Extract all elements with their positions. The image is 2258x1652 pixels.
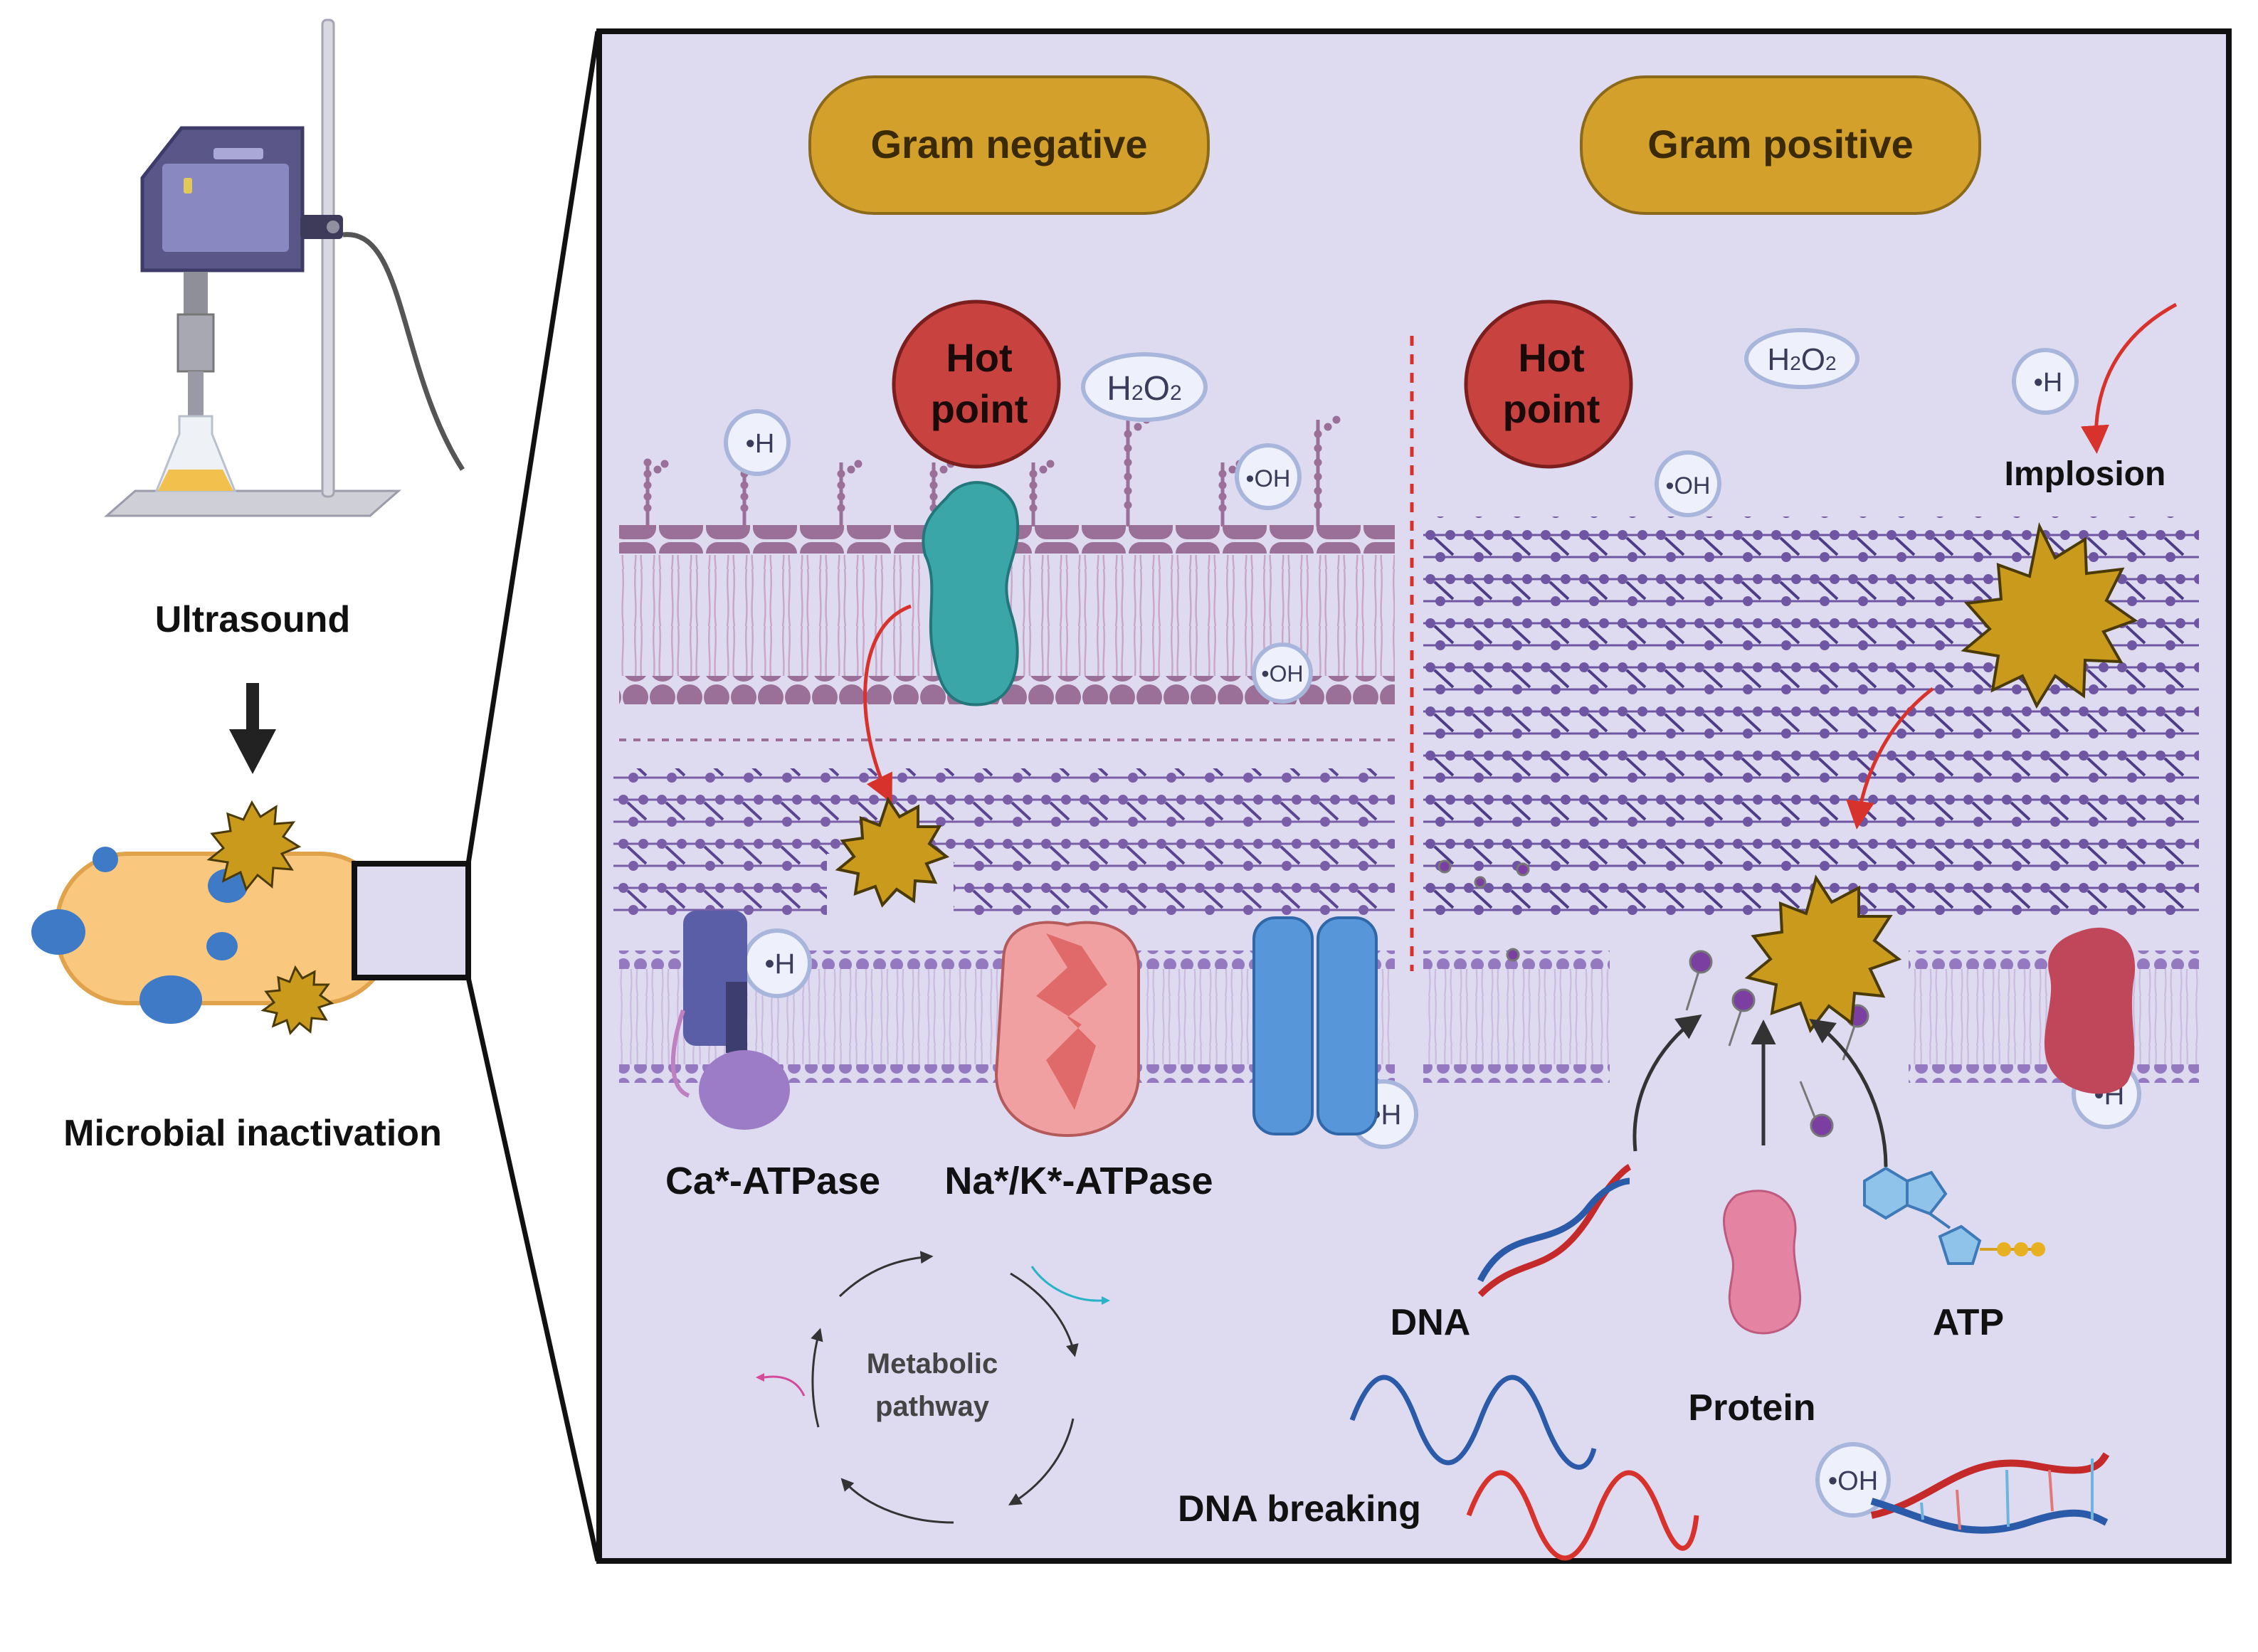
svg-text:H2O2: H2O2 [1767,342,1836,377]
ultrasound-label: Ultrasound [155,599,350,640]
down-arrow-icon [229,683,276,774]
hot-point-left [892,300,1061,469]
ultrasound-device [104,18,465,517]
peptidoglycan-left-lower-b [954,854,1395,918]
zoom-box [352,861,471,980]
svg-text:•H: •H [746,429,775,459]
hot-point-right-line1: Hot [1518,335,1584,380]
svg-text:•H: •H [765,948,796,980]
dna-breaking-label: DNA breaking [1178,1488,1421,1530]
burst-icon [835,796,950,908]
hot-point-right [1464,300,1633,469]
h2o2-bubble: H2O2 [1081,352,1208,422]
protein-label: Protein [1688,1387,1815,1429]
zoom-line [465,977,601,1562]
protein-blob-icon [1723,1190,1802,1335]
cavitation-burst-icon [206,800,302,892]
h-radical-bubble: •H [724,409,791,476]
metabolic-label-line1: Metabolic [867,1348,998,1380]
porin-arrow [863,604,912,804]
gram-positive-label: Gram positive [1647,122,1913,166]
dna-label: DNA [1391,1302,1471,1343]
atp-arrow [1809,1018,1888,1167]
dna-strand-red [1466,1470,1699,1561]
atp-molecule-icon [1863,1166,2045,1265]
svg-text:•OH: •OH [1261,661,1303,687]
implosion-arrow [2080,302,2178,454]
gram-negative-pill [808,75,1210,215]
burst-icon [1744,874,1902,1034]
porin-protein [922,481,1020,706]
peptidoglycan-left-lower-a [613,854,827,918]
svg-text:•OH: •OH [1246,465,1291,492]
h2o2-bubble: H2O2 [1744,328,1859,389]
na-k-atpase-label: Na*/K*-ATPase [944,1160,1213,1202]
metabolic-label-line2: pathway [875,1391,990,1422]
gram-positive-pill [1580,75,1981,215]
hot-point-left-line1: Hot [946,335,1012,380]
ca-atpase-protein [670,911,790,1130]
hot-point-right-line2: point [1503,386,1600,431]
burst-arrow [1846,687,1934,830]
hot-point-left-line2: point [931,386,1028,431]
svg-text:•H: •H [2034,368,2063,398]
h-radical-bubble: •H [742,928,812,998]
metabolic-cycle [756,1251,1110,1524]
zoom-line [465,31,601,864]
oh-radical-bubble: •OH [1655,450,1721,517]
oh-radical-bubble: •OH [1235,443,1302,510]
na-k-atpase-protein [994,921,1140,1138]
ca-atpase-label: Ca*-ATPase [665,1160,880,1202]
dna-strand-blue [1349,1375,1597,1470]
implosion-burst-icon [1961,521,2138,709]
bacterium [31,847,394,1024]
implosion-label: Implosion [2005,455,2166,493]
peptidoglycan-left [613,768,1395,854]
microbial-inactivation-label: Microbial inactivation [63,1113,442,1154]
dna-arrow [1632,1014,1702,1152]
atp-label: ATP [1933,1302,2004,1343]
oh-radical-bubble: •OH [1252,642,1313,704]
svg-text:•OH: •OH [1828,1466,1878,1496]
svg-text:H2O2: H2O2 [1107,370,1181,408]
svg-text:•OH: •OH [1666,472,1711,499]
channel-protein [1252,916,1378,1135]
lps-chains [643,415,1341,526]
broken-dna-icon [1870,1452,2110,1534]
oh-radical-bubble: •OH [1815,1442,1891,1518]
dna-helix-icon [1477,1163,1632,1298]
damaged-protein [2044,927,2136,1094]
h-radical-bubble: •H [2012,348,2079,415]
cavitation-burst-icon [260,965,334,1035]
gram-negative-label: Gram negative [870,122,1147,166]
